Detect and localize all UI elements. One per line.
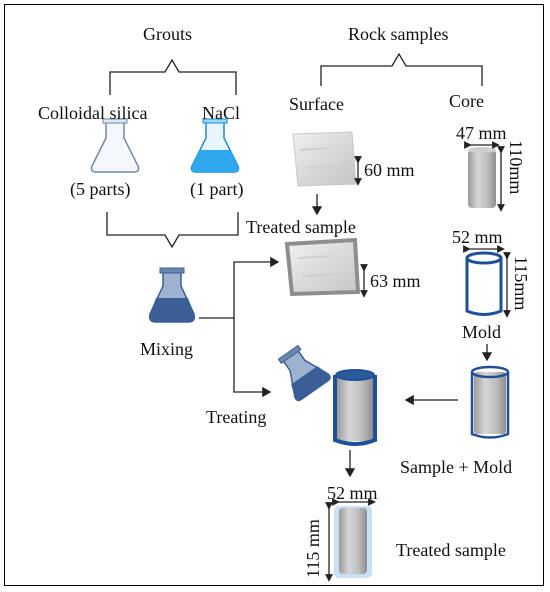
surface-rock-sample [292,131,357,187]
surface-height-label: 60 mm [364,160,415,180]
colloidal-silica-parts-label: (5 parts) [70,179,131,199]
grouts-bracket [109,58,237,95]
treating-assembly [333,369,377,446]
mold-width-label: 52 mm [452,227,503,247]
pouring-flask-icon [277,344,331,402]
nacl-parts-label: (1 part) [190,179,244,199]
core-label: Core [449,91,484,111]
rock-samples-bracket [320,52,483,86]
nacl-label: NaCl [202,103,240,123]
mixing-flask-icon [148,267,196,323]
mold-height-label: 115mm [511,256,531,311]
mold-label: Mold [462,322,502,342]
final-treated-sample [334,506,372,578]
mold-cylinder [465,251,503,316]
sample-mold-label: Sample + Mold [400,457,513,477]
mixing-label: Mixing [140,339,194,359]
mixing-bracket [106,212,239,249]
rock-samples-header: Rock samples [348,24,449,44]
figure-border [4,4,544,586]
sample-mold-assembly [470,365,510,439]
treated-surface-sample [284,237,361,297]
treated-sample-bottom-label: Treated sample [396,540,506,560]
mixing-branch-lines [199,256,280,398]
treating-label: Treating [206,407,267,427]
treated-surface-height-label: 63 mm [370,271,421,291]
grouts-header: Grouts [143,24,192,44]
final-width-label: 52 mm [327,483,378,503]
core-height-label: 110mm [506,140,526,195]
treated-sample-top-label: Treated sample [246,217,356,237]
final-height-label: 115 mm [303,519,323,578]
colloidal-silica-flask-icon [90,118,140,173]
surface-label: Surface [289,94,344,114]
core-sample [468,147,496,208]
colloidal-silica-label: Colloidal silica [38,103,148,123]
core-width-label: 47 mm [456,123,507,143]
nacl-flask-icon [190,118,240,173]
